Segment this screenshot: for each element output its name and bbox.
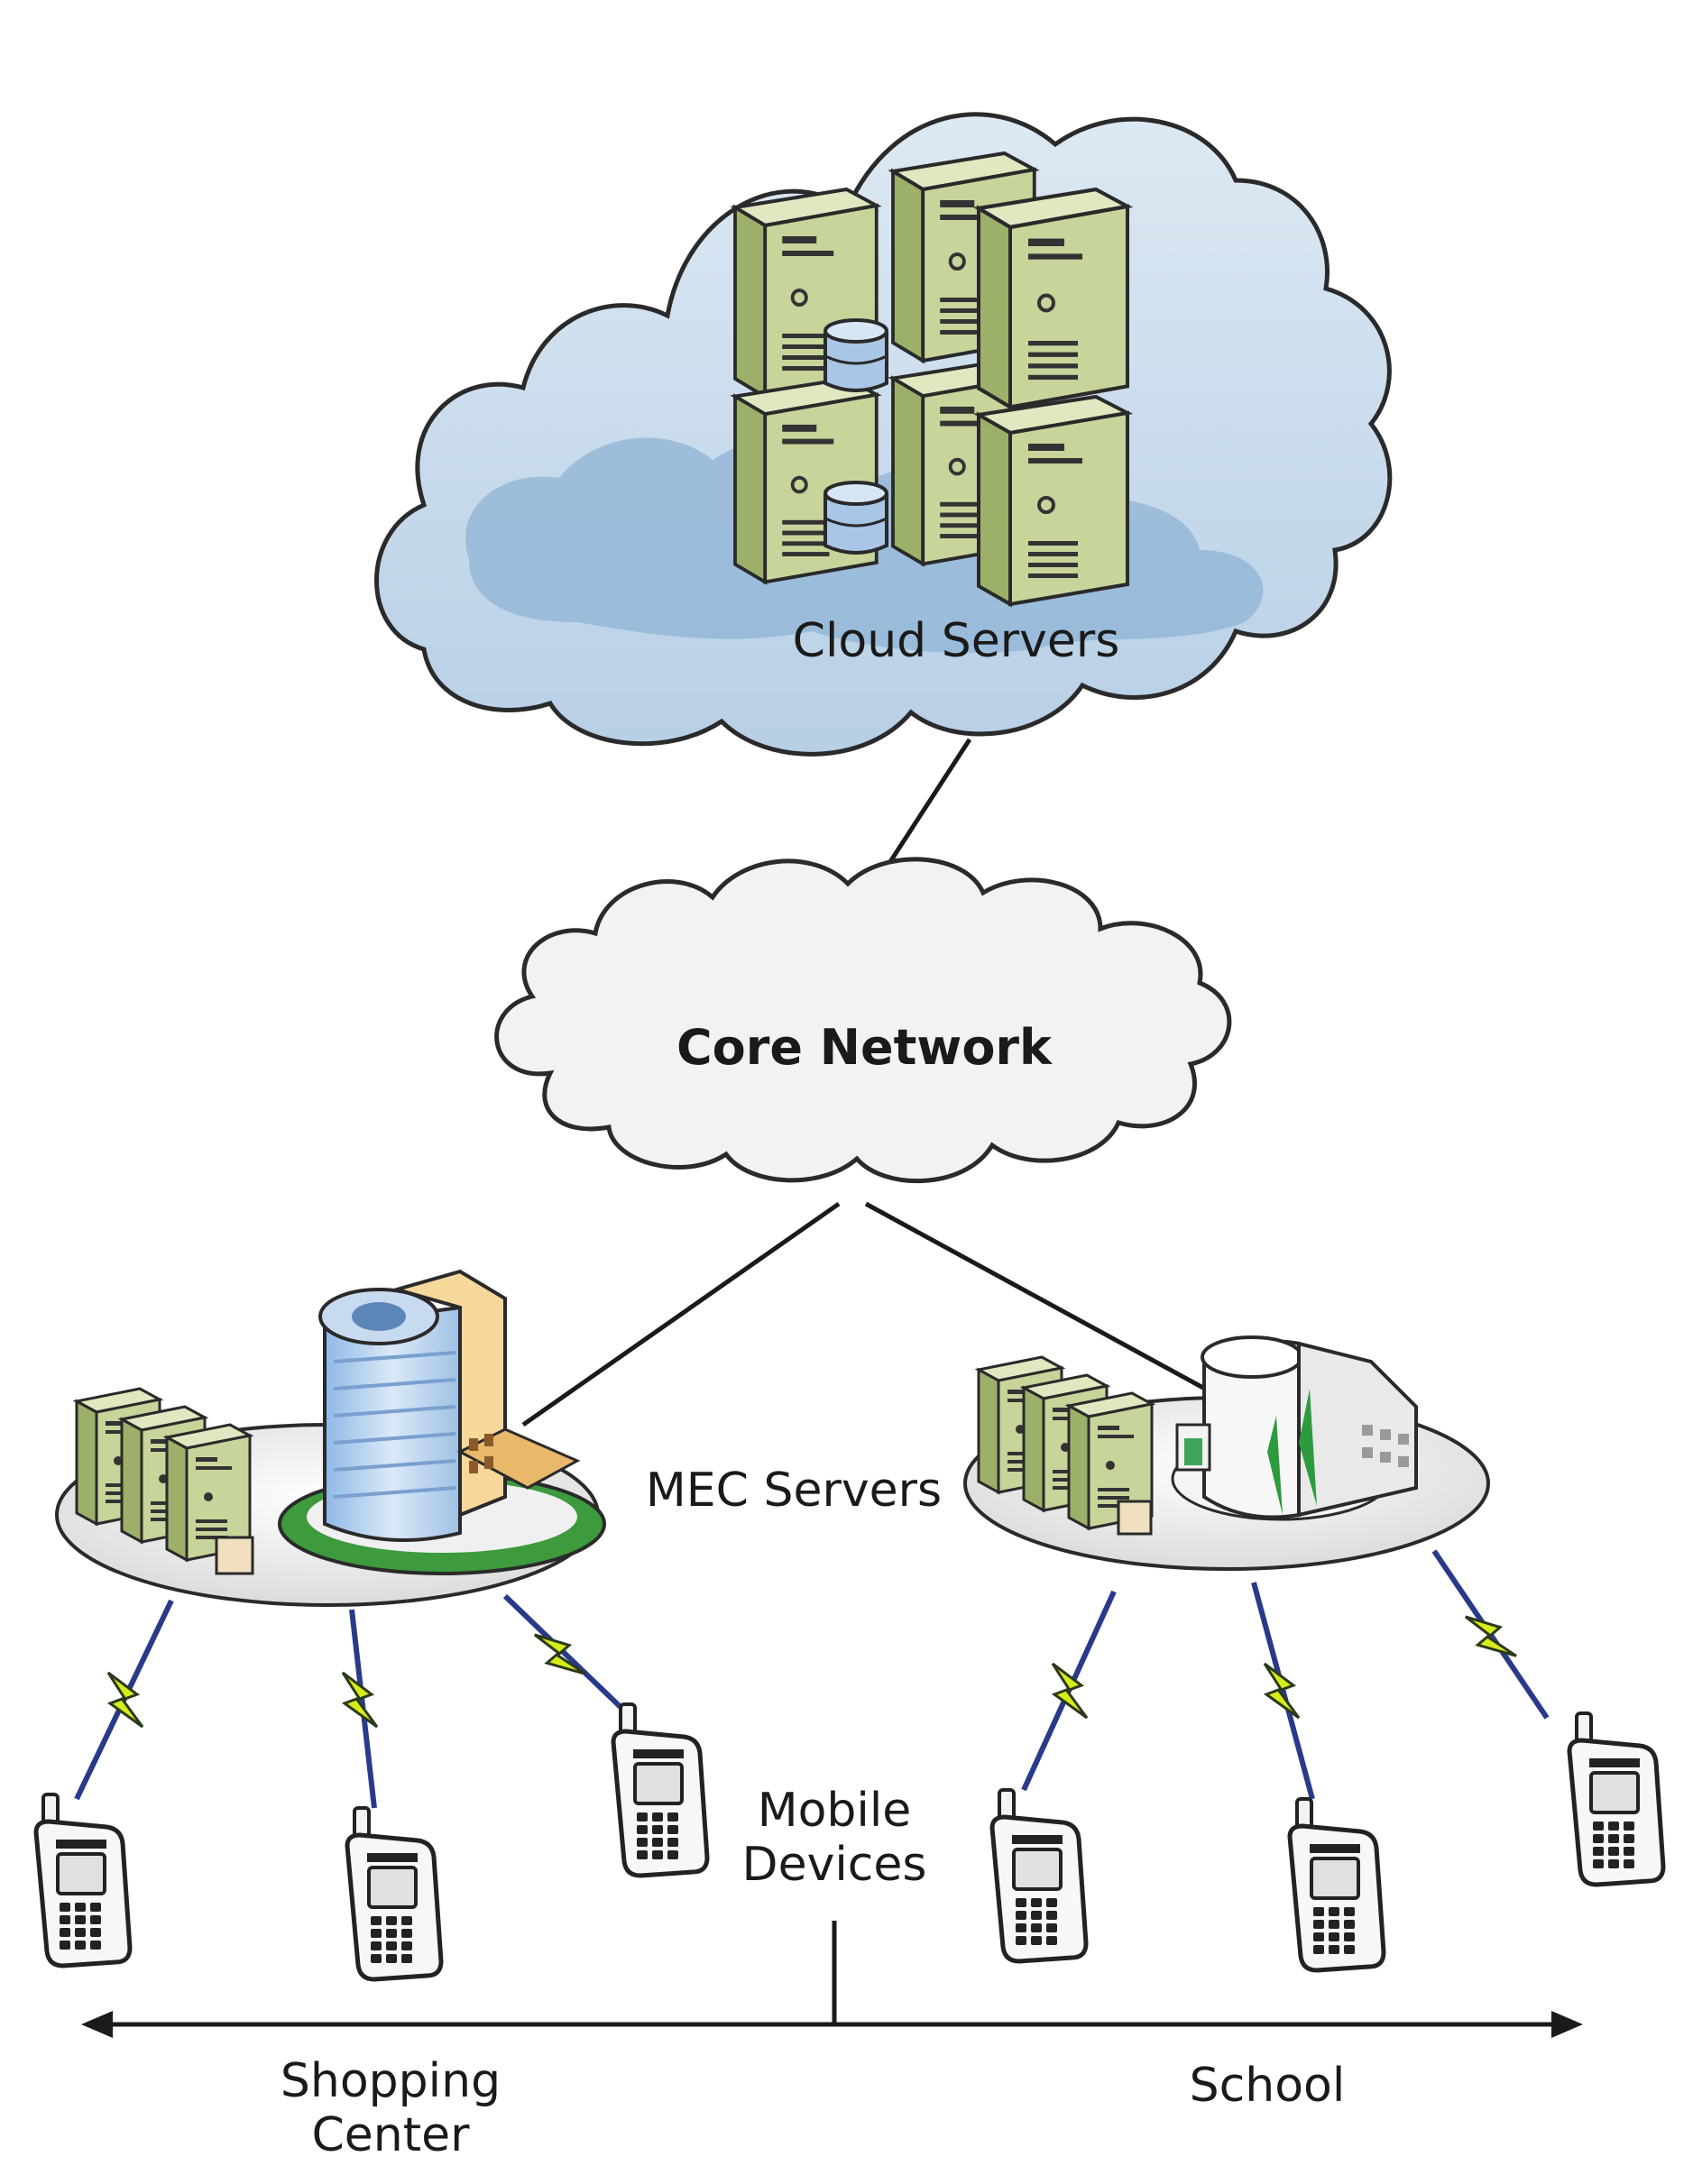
cloud-servers-group: Cloud Servers: [374, 112, 1393, 757]
mobile-phone-icon: [36, 1794, 130, 1966]
location-axis: [81, 1921, 1583, 2038]
core-network-label: Core Network: [676, 1019, 1053, 1076]
mec-servers-label: MEC Servers: [646, 1464, 942, 1518]
mobile-devices-label-line2: Devices: [742, 1838, 927, 1892]
mec-site-school: [963, 1335, 1490, 1571]
core-to-left-mec-link: [521, 1201, 841, 1427]
core-network-group: Core Network: [494, 857, 1232, 1184]
mobile-phone-icon: [347, 1808, 441, 1979]
cloud-servers-label: Cloud Servers: [793, 614, 1120, 668]
core-to-right-mec-link: [864, 1201, 1215, 1396]
shopping-center-label-line2: Center: [311, 2108, 470, 2162]
school-building-icon: [1171, 1335, 1418, 1521]
shopping-center-label-line1: Shopping: [281, 2054, 501, 2108]
cloud-server-rack-icon: [733, 151, 1127, 606]
office-building-icon: [278, 1269, 606, 1575]
mobile-phone-icon: [1290, 1799, 1384, 1970]
school-label: School: [1190, 2059, 1346, 2113]
mobile-phone-icon: [613, 1704, 707, 1876]
mobile-phone-icon: [1569, 1713, 1663, 1885]
mobile-phone-icon: [992, 1790, 1086, 1961]
wireless-signal-icon: [106, 1603, 1518, 1729]
core-network-cloud-shape: [494, 857, 1232, 1184]
mobile-devices-label-line1: Mobile: [758, 1784, 912, 1838]
mec-site-shopping-center: [55, 1269, 606, 1607]
